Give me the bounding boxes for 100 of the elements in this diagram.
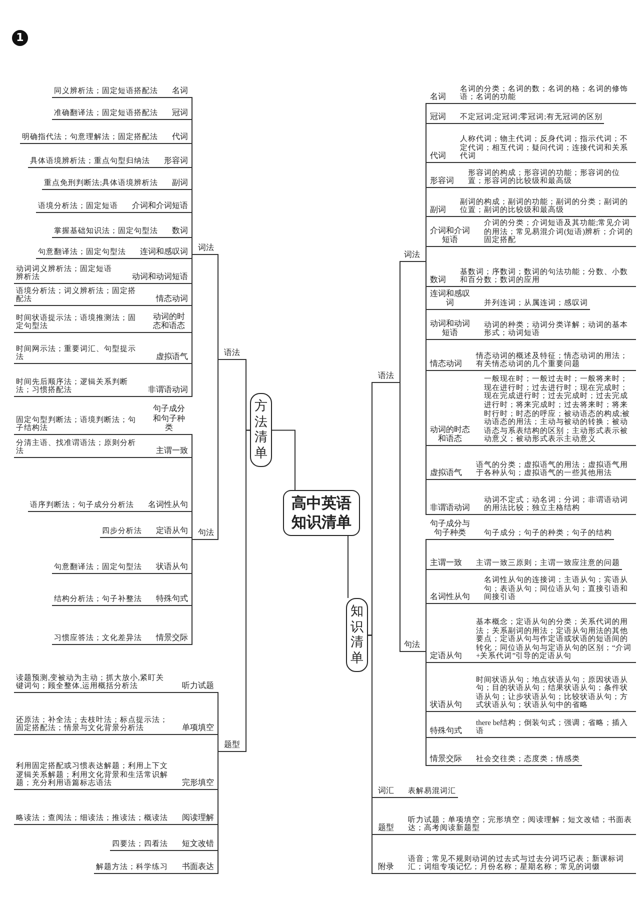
topic-label: 冠词 <box>428 112 448 124</box>
connector-line <box>138 332 148 333</box>
topic-label: 书面表达 <box>180 862 216 874</box>
connector-line <box>368 634 376 874</box>
topic-label: 名词性从句 <box>146 500 190 512</box>
topic-label: 代词 <box>170 132 190 144</box>
connector-line <box>448 216 458 217</box>
connector-line <box>464 711 474 712</box>
connector-line <box>144 363 154 364</box>
connector-line <box>144 573 154 574</box>
connector-line <box>448 286 458 287</box>
connector-line <box>472 445 482 446</box>
topic-label: 句法 <box>402 640 422 652</box>
topic-label: 情景交际 <box>428 754 464 766</box>
topic-label: 状语从句 <box>428 700 464 712</box>
topic-label: 附录 <box>376 862 396 874</box>
topic-label: 完形填空 <box>180 778 216 790</box>
connector-line <box>160 237 170 238</box>
topic-label: 动词的时态和语态 <box>428 424 472 446</box>
connector-line <box>144 605 154 606</box>
connector-line <box>272 430 296 490</box>
connector-line <box>464 737 474 738</box>
connector-line <box>120 283 130 284</box>
topic-label: 介词和介词短语 <box>428 226 472 247</box>
topic-label: 题型 <box>376 823 396 835</box>
connector-line <box>170 873 180 874</box>
connector-line <box>144 457 154 458</box>
connector-line <box>456 187 466 188</box>
connector-line <box>448 103 458 104</box>
connector-line <box>472 246 482 247</box>
topic-label: 数词 <box>428 275 448 287</box>
connector-line <box>464 765 474 766</box>
connector-line <box>472 603 482 604</box>
connector-line <box>190 539 196 645</box>
topic-label: 句法 <box>196 528 216 540</box>
connector-line <box>136 396 146 397</box>
branch-box: 知识清单 <box>346 598 368 672</box>
topic-label: 词汇 <box>376 786 396 798</box>
connector-line <box>170 824 180 825</box>
topic-label: 动词和动词短语 <box>130 272 190 284</box>
topic-label: 定语从句 <box>428 651 464 663</box>
connector-line <box>472 539 482 540</box>
connector-line <box>170 789 180 790</box>
topic-label: 副词 <box>170 178 190 190</box>
title-box: 高中英语知识清单 <box>283 490 360 536</box>
topic-label: 语法 <box>222 348 242 360</box>
topic-label: 动词的时态和语态 <box>148 312 190 333</box>
topic-label: 听力试题 <box>180 681 216 693</box>
topic-label: 非谓语动词 <box>428 503 472 515</box>
connector-line <box>396 873 406 874</box>
connector-line <box>472 514 482 515</box>
topic-label: 介词和介词短语 <box>130 201 190 213</box>
topic-label: 情态动词 <box>154 294 190 306</box>
topic-label: 数词 <box>170 226 190 238</box>
connector-line <box>472 309 482 310</box>
topic-label: 名词 <box>170 86 190 98</box>
connector-line <box>144 644 154 645</box>
topic-label: 特殊句式 <box>154 594 190 606</box>
topic-label: 主谓一致 <box>428 558 464 570</box>
topic-label: 语法 <box>376 371 396 383</box>
topic-label: 名词 <box>428 92 448 104</box>
connector-line <box>160 97 170 98</box>
connector-line <box>448 123 458 124</box>
topic-label: 词法 <box>196 243 216 255</box>
topic-label: 单项填空 <box>180 723 216 735</box>
connector-line <box>422 651 428 766</box>
connector-line <box>170 734 180 735</box>
connector-line <box>396 382 402 652</box>
connector-line <box>144 305 154 306</box>
topic-label: 句子成分与句子种类 <box>428 518 472 540</box>
connector-line <box>464 569 474 570</box>
topic-label: 虚拟语气 <box>428 468 464 480</box>
connector-line <box>170 692 180 693</box>
topic-label: 名词性从句 <box>428 592 472 604</box>
topic-label: 连词和感叹词 <box>428 288 472 310</box>
topic-label: 副词 <box>428 205 448 217</box>
topic-label: 非谓语动词 <box>146 385 190 397</box>
topic-label: 情景交际 <box>154 633 190 645</box>
connector-line <box>464 479 474 480</box>
connector-line <box>160 119 170 120</box>
connector-line <box>464 370 474 371</box>
connector-line <box>396 797 406 798</box>
connector-line <box>144 537 154 538</box>
callout-number: 1 <box>12 30 28 46</box>
connector-line <box>170 850 180 851</box>
connector-line <box>152 167 162 168</box>
topic-label: 代词 <box>428 151 448 163</box>
connector-line <box>136 511 146 512</box>
topic-label: 词法 <box>402 250 422 262</box>
connector-line <box>138 434 148 435</box>
connector-line <box>396 834 406 835</box>
topic-label: 形容词 <box>428 176 456 188</box>
topic-label: 句子成分和句子种类 <box>148 404 190 435</box>
connector-line <box>464 662 474 663</box>
connector-line <box>448 162 458 163</box>
topic-label: 形容词 <box>162 156 190 168</box>
topic-label: 主谓一致 <box>154 446 190 458</box>
topic-label: 冠词 <box>170 108 190 120</box>
topic-label: 状语从句 <box>154 562 190 574</box>
topic-label: 阅读理解 <box>180 813 216 825</box>
